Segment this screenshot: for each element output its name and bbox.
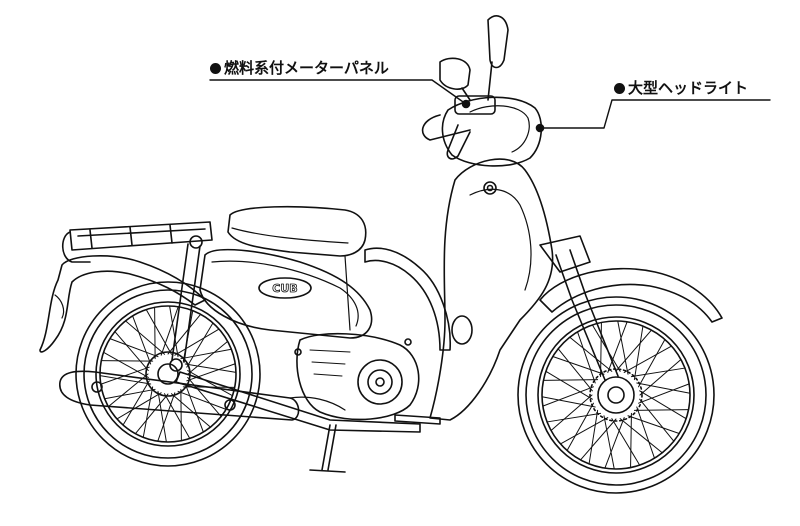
- spoke: [186, 322, 214, 368]
- spoke: [104, 388, 156, 400]
- spoke: [559, 417, 609, 445]
- headlight-callout: 大型ヘッドライト: [614, 79, 748, 97]
- rear-shock: [169, 235, 203, 372]
- spoke: [160, 306, 179, 356]
- meter-panel-leader: [209, 79, 467, 105]
- spoke: [184, 383, 204, 433]
- spoke: [607, 321, 628, 373]
- exhaust-muffler: [59, 370, 346, 421]
- spoke: [557, 348, 593, 392]
- spoke: [542, 379, 599, 381]
- spoke: [633, 409, 690, 411]
- cub-emblem: CUB: [258, 277, 312, 299]
- bullet-icon: [210, 63, 221, 74]
- spoke: [542, 386, 594, 407]
- spoke: [588, 409, 599, 465]
- spoke: [630, 367, 686, 378]
- swingarm: [175, 371, 421, 433]
- spoke: [177, 390, 227, 410]
- spoke: [186, 363, 236, 382]
- callout-leaders: [209, 79, 771, 129]
- front-fork: [539, 235, 619, 381]
- side-cover: [199, 248, 373, 339]
- cub-badge-text: CUB: [272, 282, 297, 295]
- spoke: [125, 320, 166, 355]
- headlight-leader: [539, 99, 771, 129]
- spoke: [630, 412, 632, 469]
- spoke: [603, 415, 615, 470]
- spoke: [627, 415, 680, 435]
- spoke: [611, 418, 641, 466]
- frame: [364, 247, 451, 351]
- spoke: [623, 345, 673, 373]
- spoke: [164, 393, 191, 439]
- spoke: [100, 360, 154, 362]
- bullet-icon: [614, 83, 625, 94]
- front-wheel: [517, 296, 715, 494]
- spoke: [636, 406, 656, 459]
- spoke: [145, 309, 172, 355]
- engine: [294, 332, 420, 421]
- spoke: [99, 375, 152, 385]
- meter-panel-callout: 燃料系付メーターパネル: [210, 59, 389, 77]
- spoke: [617, 320, 629, 375]
- spoke: [576, 331, 596, 384]
- spoke: [187, 376, 222, 417]
- spoke: [619, 418, 663, 454]
- headlight-assembly: [441, 96, 545, 167]
- rear-wheel: [75, 281, 261, 467]
- spoke: [566, 402, 594, 452]
- front-fender: [539, 267, 723, 323]
- spoke: [546, 412, 602, 423]
- spoke: [180, 348, 232, 360]
- leg-shield: [429, 158, 554, 421]
- spoke: [109, 338, 159, 358]
- spoke: [107, 373, 149, 408]
- spoke: [134, 393, 169, 435]
- spoke: [184, 363, 237, 373]
- spoke: [639, 398, 675, 442]
- spoke: [180, 388, 182, 442]
- spoke: [604, 417, 625, 469]
- spoke: [103, 351, 149, 378]
- rear-carrier: [61, 221, 213, 263]
- spoke: [170, 393, 211, 428]
- spoke: [633, 325, 644, 381]
- spoke: [142, 386, 154, 438]
- spoke: [154, 306, 156, 360]
- spoke: [639, 359, 682, 396]
- spoke: [638, 338, 666, 388]
- spoke: [122, 380, 150, 426]
- headlight-label: 大型ヘッドライト: [628, 79, 749, 97]
- meter-panel-label: 燃料系付メーターパネル: [224, 59, 389, 77]
- footrest: [394, 414, 441, 425]
- spoke: [580, 418, 617, 461]
- spoke: [545, 370, 593, 400]
- spoke: [639, 390, 687, 420]
- handlebar-and-mirrors: [421, 15, 509, 160]
- spoke: [187, 370, 233, 397]
- spoke: [157, 390, 167, 443]
- spoke: [132, 315, 152, 365]
- spoke: [615, 329, 652, 372]
- spoke: [636, 382, 691, 394]
- rear-fender: [39, 255, 206, 353]
- spoke: [541, 396, 596, 408]
- spoke: [169, 305, 179, 358]
- spoke: [187, 340, 229, 375]
- spoke: [157, 392, 176, 442]
- spoke: [114, 331, 149, 372]
- kickstand: [309, 424, 346, 473]
- seat: [227, 205, 367, 257]
- spoke: [569, 336, 613, 372]
- spoke: [116, 392, 162, 420]
- spoke: [174, 328, 220, 356]
- spoke: [550, 394, 593, 431]
- spoke: [552, 355, 605, 375]
- spoke: [638, 383, 690, 404]
